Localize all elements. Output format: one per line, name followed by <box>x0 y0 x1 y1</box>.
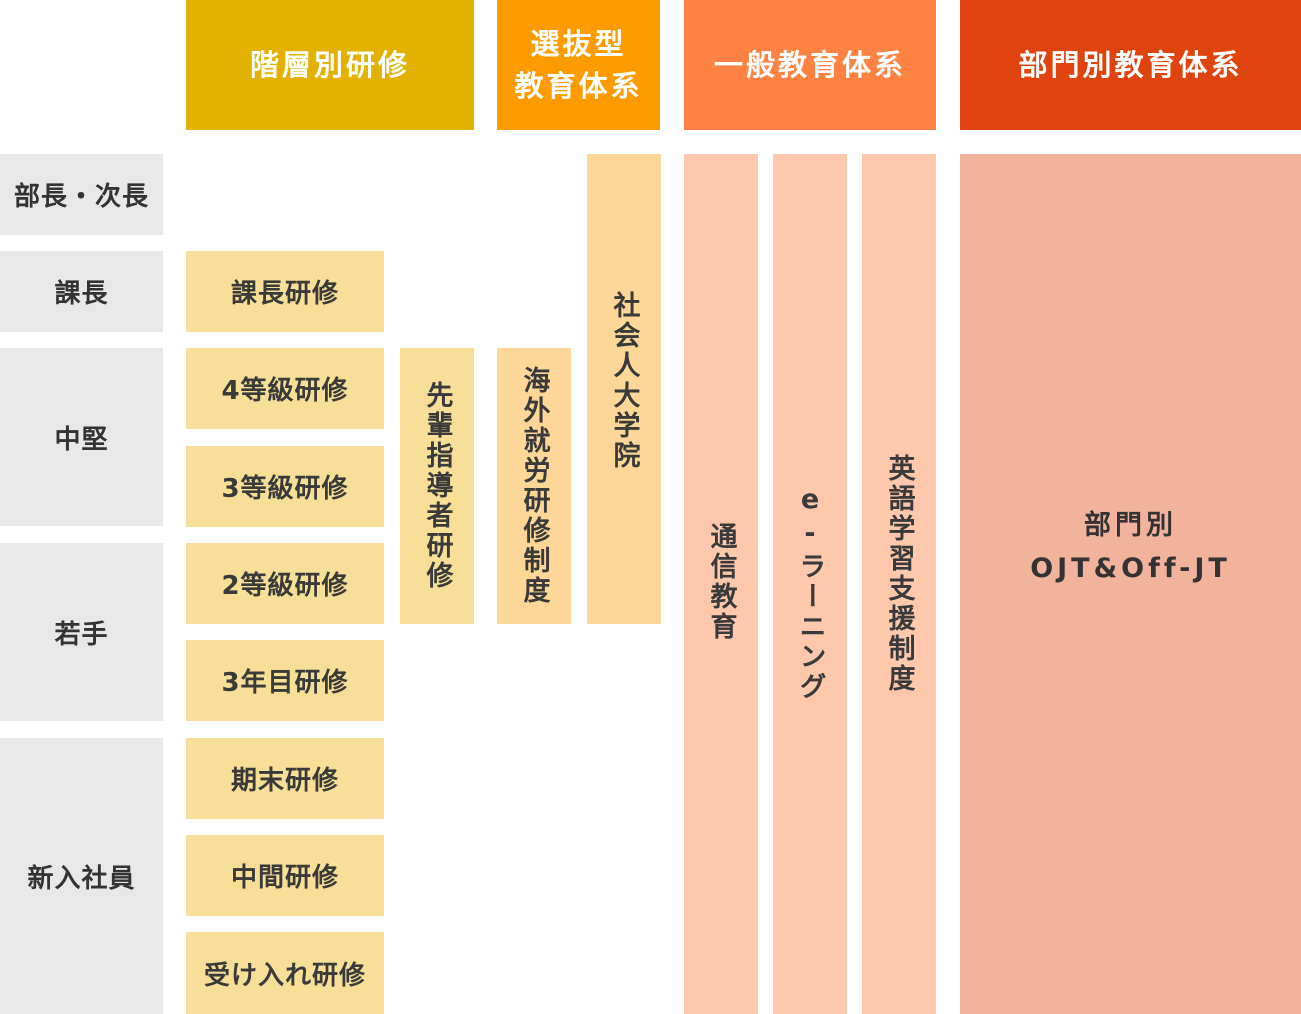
level-shinnyu: 新入社員 <box>0 738 163 1014</box>
header-hierarchy: 階層別研修 <box>186 0 474 130</box>
program-overseas: 海外就労研修制度 <box>497 348 571 624</box>
program-graduate-school: 社会人大学院 <box>587 154 661 624</box>
program-correspondence-label: 通信教育 <box>705 522 737 642</box>
header-selective-line1: 選抜型 <box>530 26 627 61</box>
level-chuken: 中堅 <box>0 348 163 526</box>
program-correspondence: 通信教育 <box>684 154 758 1014</box>
course-induction: 受け入れ研修 <box>186 932 384 1014</box>
program-elearning: e-ラーニング <box>773 154 847 1014</box>
header-selective: 選抜型 教育体系 <box>497 0 660 130</box>
header-general: 一般教育体系 <box>684 0 936 130</box>
program-english: 英語学習支援制度 <box>862 154 936 1014</box>
course-term-end: 期末研修 <box>186 738 384 819</box>
program-department: 部門別 OJT&Off-JT <box>960 154 1301 1014</box>
header-selective-line2: 教育体系 <box>514 69 643 103</box>
program-english-label: 英語学習支援制度 <box>883 454 915 694</box>
course-year3: 3年目研修 <box>186 640 384 721</box>
level-bucho: 部長・次長 <box>0 154 163 235</box>
program-mentor: 先輩指導者研修 <box>400 348 474 624</box>
course-kacho: 課長研修 <box>186 251 384 332</box>
program-graduate-school-label: 社会人大学院 <box>608 291 640 471</box>
header-department: 部門別教育体系 <box>960 0 1301 130</box>
course-grade4: 4等級研修 <box>186 348 384 429</box>
header-general-label: 一般教育体系 <box>713 47 906 82</box>
course-mid-term: 中間研修 <box>186 835 384 916</box>
program-mentor-label: 先輩指導者研修 <box>421 381 453 591</box>
header-department-label: 部門別教育体系 <box>1018 47 1243 82</box>
course-grade2: 2等級研修 <box>186 543 384 624</box>
course-grade3: 3等級研修 <box>186 446 384 527</box>
level-kacho: 課長 <box>0 251 163 332</box>
program-department-line2: OJT&Off-JT <box>1030 553 1231 585</box>
program-overseas-label: 海外就労研修制度 <box>518 366 550 606</box>
program-elearning-label: e-ラーニング <box>794 484 826 702</box>
header-hierarchy-label: 階層別研修 <box>249 47 410 82</box>
level-wakate: 若手 <box>0 543 163 721</box>
program-department-line1: 部門別 <box>1083 510 1177 541</box>
